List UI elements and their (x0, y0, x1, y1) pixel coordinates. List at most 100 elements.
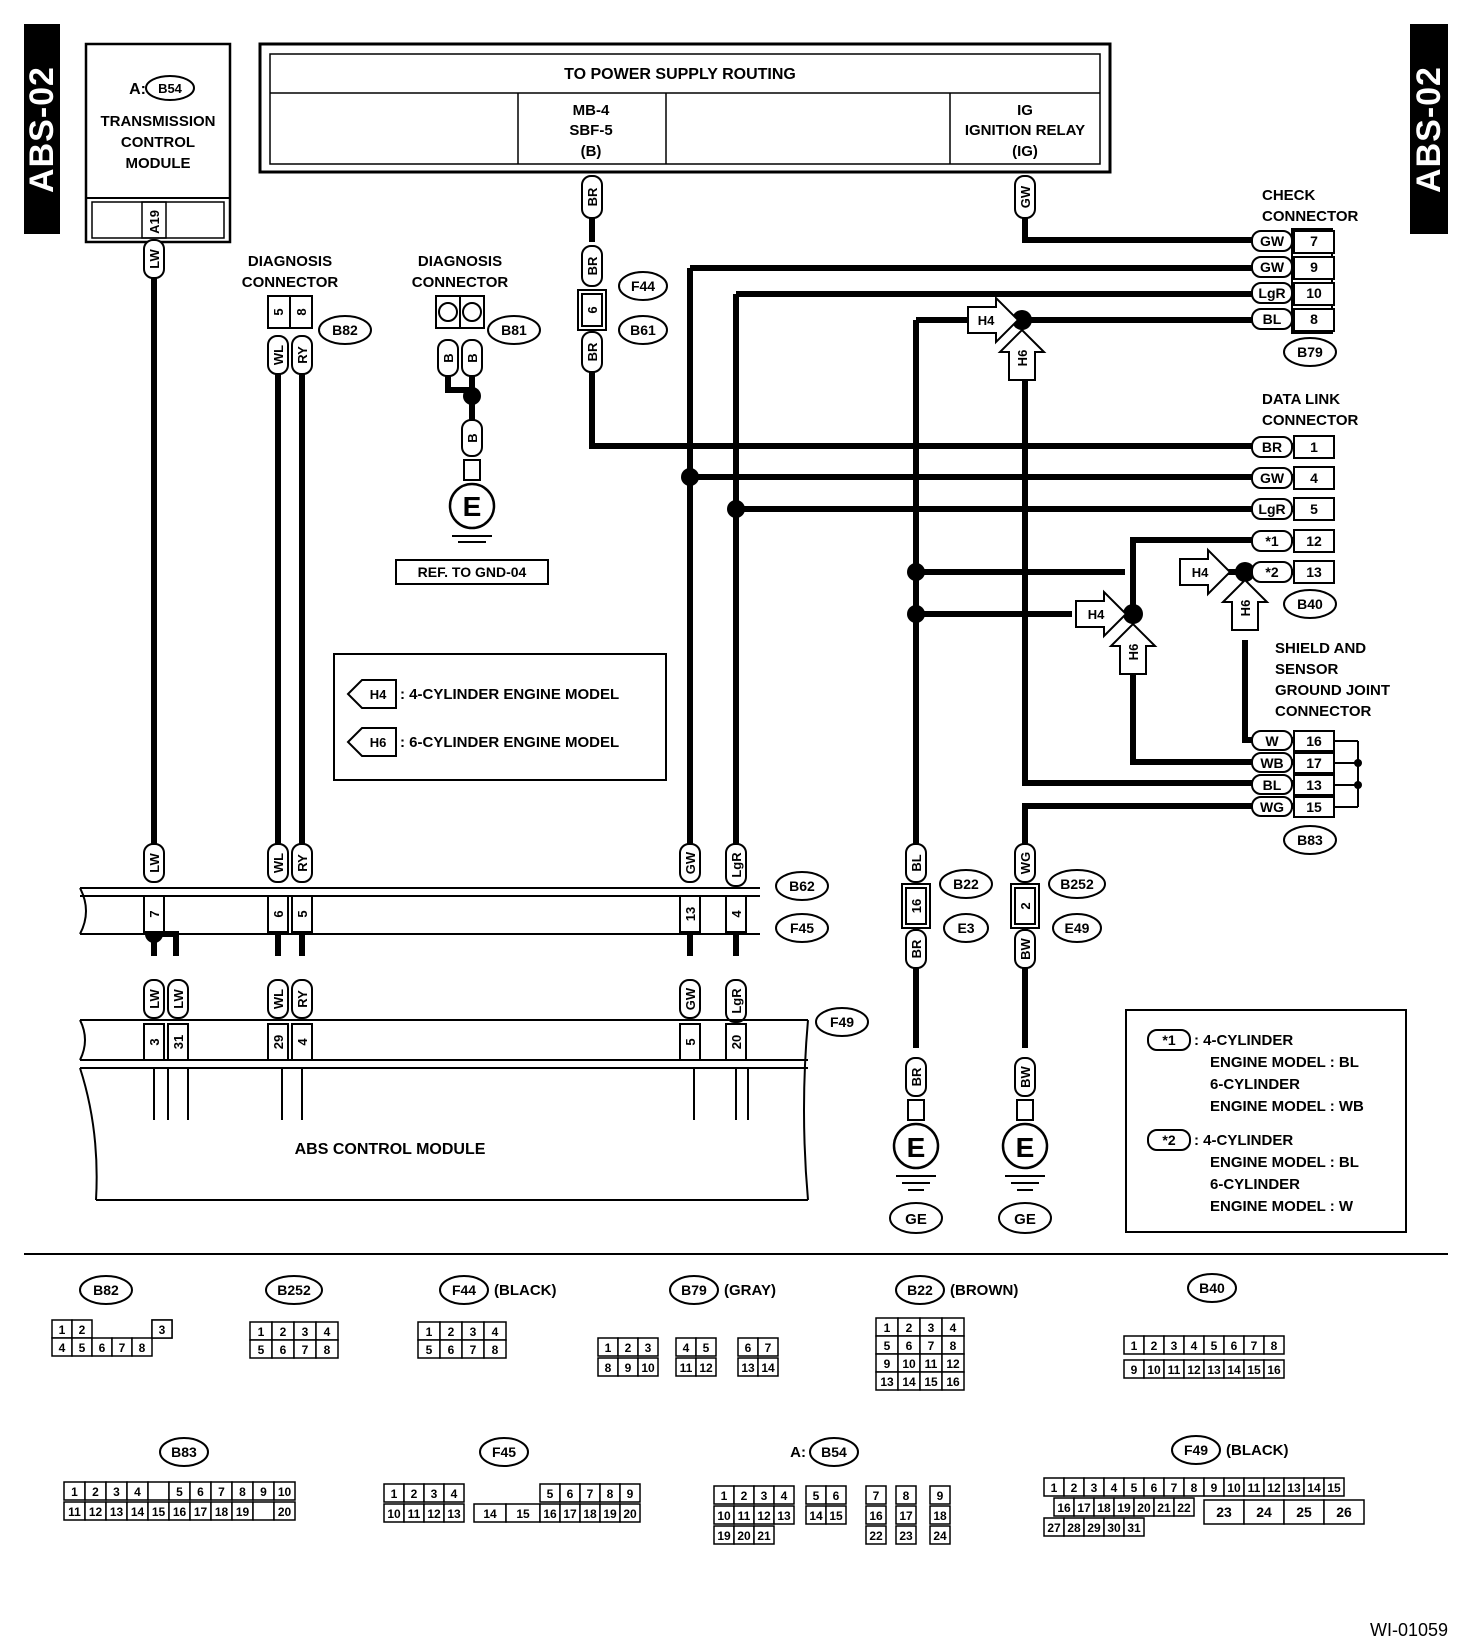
power-box-title: TO POWER SUPPLY ROUTING (564, 66, 796, 83)
f49-pin-label: 18 (1097, 1501, 1111, 1515)
b22-badge (939, 869, 993, 899)
dlc-label-1: DATA LINK (1262, 391, 1340, 408)
b83-pin-label: 16 (173, 1505, 187, 1519)
b83-wire-2: WB (1260, 755, 1283, 771)
harness-pin-5: 5 (295, 910, 310, 917)
harness-pins (143, 895, 747, 933)
b54-cell (773, 1505, 795, 1525)
b83-pin-label: 13 (110, 1505, 124, 1519)
f44-pin: 6 (585, 306, 600, 313)
b252-joint (1010, 883, 1040, 929)
b79-pin-1: 7 (1310, 233, 1318, 249)
b22-pin-label: 11 (925, 1357, 938, 1371)
tag-ry-b82: RY (295, 346, 310, 364)
b54-pin-label: 4 (781, 1489, 788, 1503)
f44-pin-label: 6 (448, 1343, 455, 1357)
view-b252-name: B252 (277, 1282, 311, 1298)
b82-badge (318, 315, 372, 345)
b83-pin-2: 17 (1306, 755, 1322, 771)
legend-h4-arrow (346, 679, 397, 709)
b82-pin-label: 5 (79, 1341, 86, 1355)
b83-cell (273, 1501, 296, 1521)
check-connector-tags (1251, 230, 1293, 330)
b79-connector-name: B79 (1297, 344, 1323, 360)
shield-dot-2 (1354, 781, 1362, 789)
f44-pin-label: 1 (426, 1325, 433, 1339)
tag-lw-f49-a: LW (147, 989, 162, 1009)
harness-pin-6: 6 (271, 910, 286, 917)
b82-connector (267, 295, 313, 329)
wire-star1 (1130, 537, 1295, 614)
tag-br-power: BR (585, 187, 600, 206)
tag-br-ground: BR (909, 1067, 924, 1086)
b252-cell (315, 1339, 339, 1359)
view-b54-name: B54 (821, 1444, 847, 1460)
b252-name: B252 (1060, 876, 1094, 892)
wire-lgr-dlc (733, 291, 1295, 852)
f49-pin-label: 13 (1287, 1481, 1301, 1495)
note1-tag-frame (1147, 1029, 1191, 1051)
wire-gw-relay (1022, 218, 1295, 243)
f45-cell (619, 1483, 641, 1503)
ref-gnd-text: REF. TO GND-04 (418, 564, 527, 580)
note1-line-1: : 4-CYLINDER (1194, 1032, 1293, 1049)
b252-pin-label: 1 (258, 1325, 265, 1339)
f45-pin-label: 9 (627, 1487, 634, 1501)
abs-pin-5: 5 (683, 1038, 698, 1045)
legend-box (333, 653, 667, 781)
f44-pin-label: 5 (426, 1343, 433, 1357)
b83-pin-label: 14 (131, 1505, 145, 1519)
b54-pin-label: 24 (933, 1529, 947, 1543)
b61-name: B61 (630, 322, 656, 338)
tcm-name-1: TRANSMISSION (100, 113, 215, 130)
wire-wg-shield (1022, 803, 1295, 852)
f49-cell (1323, 1477, 1345, 1497)
b83-pin-label: 5 (176, 1485, 183, 1499)
b79-pin-label: 10 (641, 1361, 655, 1375)
b79-cell (695, 1357, 717, 1377)
b54-pin-label: 12 (757, 1509, 771, 1523)
tcm-prefix: A: (129, 81, 146, 98)
b54-cell (929, 1485, 951, 1505)
b54-pin-label: 20 (737, 1529, 751, 1543)
connector-view-labels (79, 1273, 1237, 1467)
b81-badge (487, 315, 541, 345)
view-f49-note: (BLACK) (1226, 1442, 1288, 1459)
b54-cell (865, 1485, 887, 1505)
tag-lw-f49-b: LW (171, 989, 186, 1009)
tag-ry-f49: RY (295, 990, 310, 1008)
b83-wire-1: W (1265, 733, 1279, 749)
ge-badge-1 (889, 1202, 943, 1234)
f49-cell (1123, 1517, 1145, 1537)
f49-pin-label: 31 (1127, 1521, 1141, 1535)
shield-label-1: SHIELD AND (1275, 640, 1366, 657)
wires (151, 218, 1295, 1048)
b40-pin-label: 8 (1271, 1339, 1278, 1353)
shield-bus (1334, 740, 1359, 808)
b83-pin-label: 10 (278, 1485, 292, 1499)
b252-pin-label: 5 (258, 1343, 265, 1357)
b79-wire-2: GW (1260, 259, 1285, 275)
e49-badge (1052, 913, 1102, 943)
f44-pin-label: 2 (448, 1325, 455, 1339)
check-connector-pins (1291, 228, 1335, 334)
b81-ground-letter: E (463, 491, 482, 522)
e3-name: E3 (957, 920, 974, 936)
b40-pin-label: 5 (1211, 1339, 1218, 1353)
b54-cell (895, 1505, 917, 1525)
f44-cell (483, 1339, 507, 1359)
tcm-connector: B54 (158, 81, 183, 96)
note2-line-1: : 4-CYLINDER (1194, 1132, 1293, 1149)
f49-pin-label: 21 (1157, 1501, 1171, 1515)
ge-name-1: GE (905, 1211, 927, 1228)
b40-cell (1263, 1359, 1285, 1379)
arrow-h6-star2: H6 (1238, 600, 1253, 617)
b40-wire-2: GW (1260, 470, 1285, 486)
note1-line-2: ENGINE MODEL : BL (1210, 1054, 1359, 1071)
arrow-h4-star1: H4 (1088, 607, 1105, 622)
tag-lgr-b62: LgR (729, 852, 744, 878)
f49-pin-label: 9 (1211, 1481, 1218, 1495)
arrow-h6-star1: H6 (1126, 644, 1141, 661)
f44-name: F44 (631, 278, 655, 294)
abs-pin-4: 4 (295, 1038, 310, 1046)
